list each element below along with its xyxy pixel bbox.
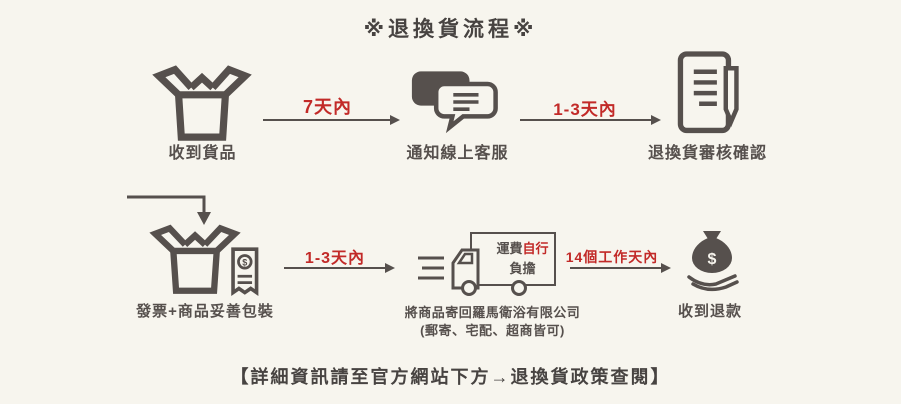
step-refund-label: 收到退款: [677, 303, 742, 320]
step-package-label: 發票+商品妥善包裝: [136, 303, 274, 320]
shipping-fee-note-line1: 運費自行: [496, 241, 549, 256]
shipping-illustration: 運費自行 負擔: [416, 226, 566, 296]
arrow-4-label: 14個工作天內: [565, 249, 659, 265]
open-box-icon: [152, 65, 252, 141]
box-invoice-icon: $: [149, 224, 259, 297]
elbow-arrow-down-icon: [127, 195, 211, 225]
step-receive-label: 收到貨品: [168, 145, 237, 162]
document-pen-icon: [677, 51, 739, 134]
money-bag-hand-icon: $: [687, 231, 739, 292]
arrow-right-icon: [263, 115, 400, 125]
step-review-label: 退換貨審核確認: [647, 145, 767, 162]
arrow-right-icon: [520, 115, 661, 125]
step-ship-sublabel: (郵寄、宅配、超商皆可): [420, 323, 565, 338]
dollar-glyph: $: [242, 257, 247, 267]
delivery-truck-icon: [418, 248, 527, 296]
arrow-right-icon: [284, 263, 395, 273]
shipping-fee-note-line2: 負擔: [509, 260, 536, 276]
shipping-fee-highlight: 自行: [522, 241, 549, 256]
arrow-right-icon: [570, 263, 671, 273]
arrow-2-label: 1-3天內: [553, 100, 617, 119]
arrow-3-label: 1-3天內: [304, 250, 366, 267]
dollar-glyph: $: [708, 251, 717, 268]
chat-bubbles-icon: [411, 71, 498, 134]
page-title: ※退換貨流程※: [363, 18, 538, 41]
arrow-1-label: 7天內: [302, 97, 352, 117]
step-notify-label: 通知線上客服: [406, 145, 509, 162]
footer-note: 【詳細資訊請至官方網站下方→退換貨政策查閱】: [230, 367, 671, 387]
step-ship-label: 將商品寄回羅馬衛浴有限公司: [404, 305, 581, 320]
